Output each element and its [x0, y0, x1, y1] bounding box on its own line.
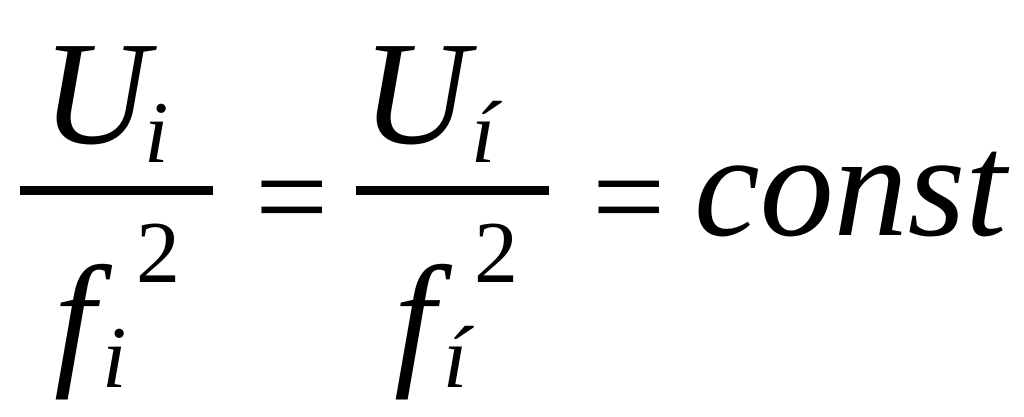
fraction-2-numerator-subscript: í [471, 85, 496, 182]
fraction-2-numerator-main: U [362, 12, 469, 176]
fraction-1-bar [20, 186, 213, 195]
fraction-2-denominator-superscript: 2 [474, 205, 518, 302]
fraction-1-denominator-superscript: 2 [136, 205, 180, 302]
rhs-const: const [694, 104, 1007, 268]
fraction-2-bar [356, 186, 549, 195]
equals-sign-1: = [255, 125, 329, 269]
fraction-1-denominator-subscript: i [102, 310, 127, 407]
fraction-1-denominator-main: f [54, 237, 96, 401]
equals-sign-2: = [592, 125, 666, 269]
fraction-2-denominator-main: f [394, 237, 436, 401]
fraction-2-denominator-subscript: í [443, 310, 468, 407]
fraction-1-numerator-subscript: i [144, 85, 169, 182]
fraction-1-numerator-main: U [42, 12, 149, 176]
